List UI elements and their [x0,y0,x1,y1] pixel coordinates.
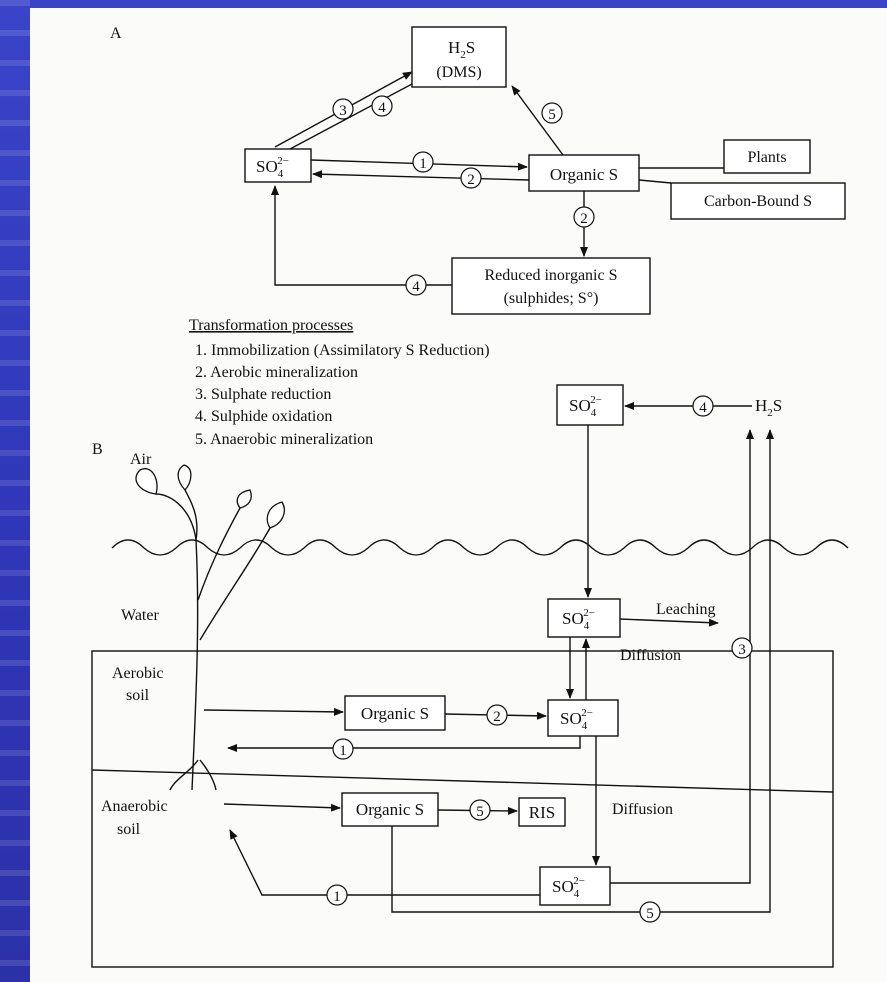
svg-text:SO42−: SO42− [560,707,593,732]
svg-text:3: 3 [738,642,746,658]
a-arrow-5 [511,85,564,156]
b-arrow-to-anaerobic-organic [223,803,341,812]
legend-item-3: 3. Sulphate reduction [195,386,331,403]
svg-text:Carbon-Bound S: Carbon-Bound S [704,193,812,210]
b-process-1-circle-anaerobic: 1 [326,884,348,906]
a-arrow-4-line [289,83,413,150]
a-process-2-circle: 2 [460,167,482,189]
a-organic-s-box: Organic S [528,154,640,192]
b-arrow-immobilization-aerobic [227,736,581,752]
svg-text:3: 3 [339,103,347,119]
a-reduced-inorganic-s-box: Reduced inorganic S (sulphides; S°) [451,257,651,315]
a-process-4-circle: 4 [371,95,393,117]
a-arrow-2 [312,170,530,181]
svg-text:4: 4 [378,100,386,116]
a-h2s-dms-box: H2S (DMS) [411,26,507,88]
b-organic-s-box-aerobic: Organic S [344,695,446,731]
legend-title: Transformation processes [189,317,353,334]
svg-text:Organic S: Organic S [361,704,429,723]
legend-item-4: 4. Sulphide oxidation [195,408,332,425]
b-diffusion-label-lower: Diffusion [612,801,673,818]
water-surface-wave [111,539,849,556]
a-arrow-4-return [271,185,452,286]
b-diffusion-label-upper: Diffusion [620,647,681,664]
b-process-1-circle-aerobic: 1 [332,738,354,760]
svg-text:Plants: Plants [747,149,786,166]
a-process-5-circle: 5 [541,102,563,124]
zone-aerobic-label-2: soil [126,687,150,704]
svg-text:SO42−: SO42− [552,875,585,900]
svg-text:(DMS): (DMS) [436,64,481,81]
zone-air-label: Air [130,451,152,468]
b-leaching-label: Leaching [656,601,716,618]
soil-frame [91,650,834,968]
zone-aerobic-label-1: Aerobic [112,665,164,682]
svg-text:2: 2 [467,172,475,188]
svg-text:(sulphides; S°): (sulphides; S°) [504,290,599,307]
slide-left-decoration [0,0,30,982]
b-arrow-immobilization-anaerobic [229,829,540,896]
b-process-5-circle-upper: 5 [469,799,491,821]
transformation-legend: Transformation processes 1. Immobilizati… [189,317,490,448]
aerobic-anaerobic-boundary [91,769,834,793]
a-sulphate-box: SO42− [244,148,312,183]
svg-text:5: 5 [548,107,556,123]
legend-item-1: 1. Immobilization (Assimilatory S Reduct… [195,342,490,359]
svg-text:1: 1 [339,743,347,759]
svg-text:Reduced inorganic S: Reduced inorganic S [484,267,617,284]
a-process-2-down-circle: 2 [573,206,595,228]
svg-text:RIS: RIS [529,803,555,822]
a-plants-box: Plants [723,139,811,174]
svg-text:2: 2 [580,211,588,227]
zone-anaerobic-label-1: Anaerobic [101,798,168,815]
svg-text:4: 4 [699,400,707,416]
zone-anaerobic-label-2: soil [117,821,141,838]
b-process-4-circle: 4 [692,395,714,417]
svg-text:Organic S: Organic S [356,800,424,819]
b-process-5-circle-lower: 5 [639,901,661,923]
b-process-2-circle: 2 [486,704,508,726]
b-sulphate-box-aerobic: SO42− [547,699,619,737]
b-sulphate-box-anaerobic: SO42− [539,866,611,906]
svg-text:Organic S: Organic S [550,165,618,184]
a-process-3-circle: 3 [332,98,354,120]
svg-text:5: 5 [646,906,654,922]
legend-item-5: 5. Anaerobic mineralization [195,431,373,448]
svg-text:4: 4 [412,279,420,295]
svg-text:1: 1 [333,889,341,905]
b-sulphate-box-water: SO42− [547,598,621,638]
b-arrow-sulphate-reduction [610,429,754,884]
b-sulphate-box-air: SO42− [556,384,624,426]
b-arrow-leaching [619,618,719,627]
a-process-1-circle: 1 [412,151,434,173]
svg-text:1: 1 [419,156,427,172]
svg-text:SO42−: SO42− [256,155,289,180]
b-ris-box: RIS [518,797,566,827]
svg-text:SO42−: SO42− [562,607,595,632]
svg-text:5: 5 [476,804,484,820]
b-arrow-plant-to-organic [203,707,344,716]
b-organic-s-box-anaerobic: Organic S [341,792,439,827]
svg-text:H2S: H2S [448,38,475,61]
a-process-4-return-circle: 4 [405,274,427,296]
legend-item-2: 2. Aerobic mineralization [195,364,358,381]
zone-water-label: Water [121,607,159,624]
b-arrow-anaerobic-to-h2s [391,429,774,913]
svg-text:SO42−: SO42− [569,394,602,419]
b-process-3-circle: 3 [731,637,753,659]
svg-text:2: 2 [493,709,501,725]
b-h2s-label: H2S [755,396,782,419]
panel-b-label: B [92,441,103,458]
panel-a-label: A [110,25,122,42]
plant-illustration [135,464,285,791]
a-carbon-bound-s-box: Carbon-Bound S [670,182,846,220]
